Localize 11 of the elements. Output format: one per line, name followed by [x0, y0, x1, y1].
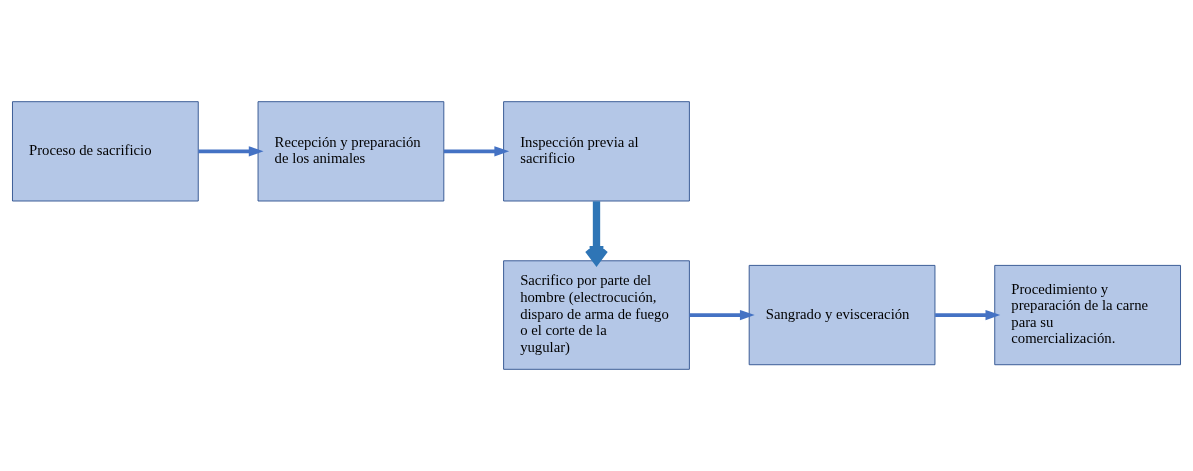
arrow	[689, 309, 755, 321]
node-box: Sacrifico por parte del hombre (electrocución, disparo de arma de fuego o el corte de la yugular)	[503, 260, 690, 370]
node-box: Proceso de sacrificio	[12, 101, 199, 202]
arrow	[935, 309, 1001, 321]
node-box: Sangrado y evisceración	[748, 264, 936, 366]
arrow	[584, 201, 609, 265]
node-box: Procedimiento y preparación de la carne para su comercialización.	[994, 264, 1181, 366]
arrow	[444, 146, 510, 157]
arrow	[198, 146, 264, 157]
node-box: Recepción y preparación de los animales	[257, 101, 445, 202]
node-box: Inspección previa al sacrificio	[503, 101, 690, 202]
